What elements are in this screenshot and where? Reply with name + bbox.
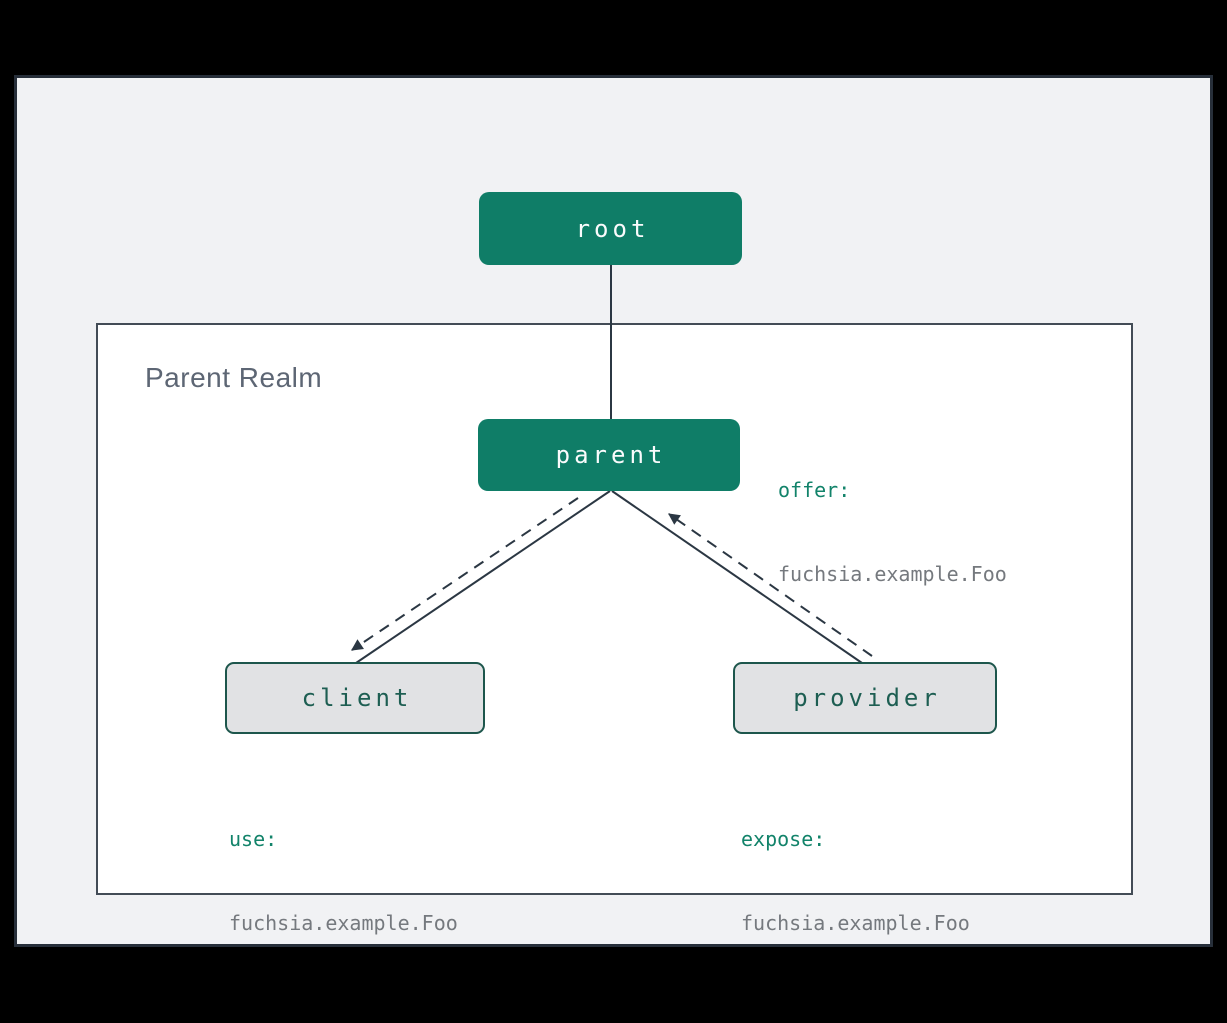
node-parent: parent	[478, 419, 740, 491]
node-root-label: root	[575, 214, 650, 243]
offer-value: fuchsia.example.Foo	[778, 562, 1007, 586]
node-client-label: client	[301, 684, 413, 712]
node-provider: provider	[733, 662, 997, 734]
node-client: client	[225, 662, 485, 734]
expose-keyword: expose:	[741, 827, 826, 851]
node-provider-label: provider	[793, 684, 941, 712]
node-root: root	[479, 192, 742, 265]
use-value: fuchsia.example.Foo	[229, 911, 458, 935]
parent-realm-label: Parent Realm	[145, 362, 323, 393]
expose-annotation: expose: fuchsia.example.Foo	[741, 769, 970, 993]
offer-keyword: offer:	[778, 478, 851, 502]
use-keyword: use:	[229, 827, 278, 851]
use-annotation: use: fuchsia.example.Foo	[229, 769, 458, 993]
node-parent-label: parent	[555, 441, 667, 469]
expose-value: fuchsia.example.Foo	[741, 911, 970, 935]
offer-annotation: offer: fuchsia.example.Foo	[778, 420, 1007, 644]
